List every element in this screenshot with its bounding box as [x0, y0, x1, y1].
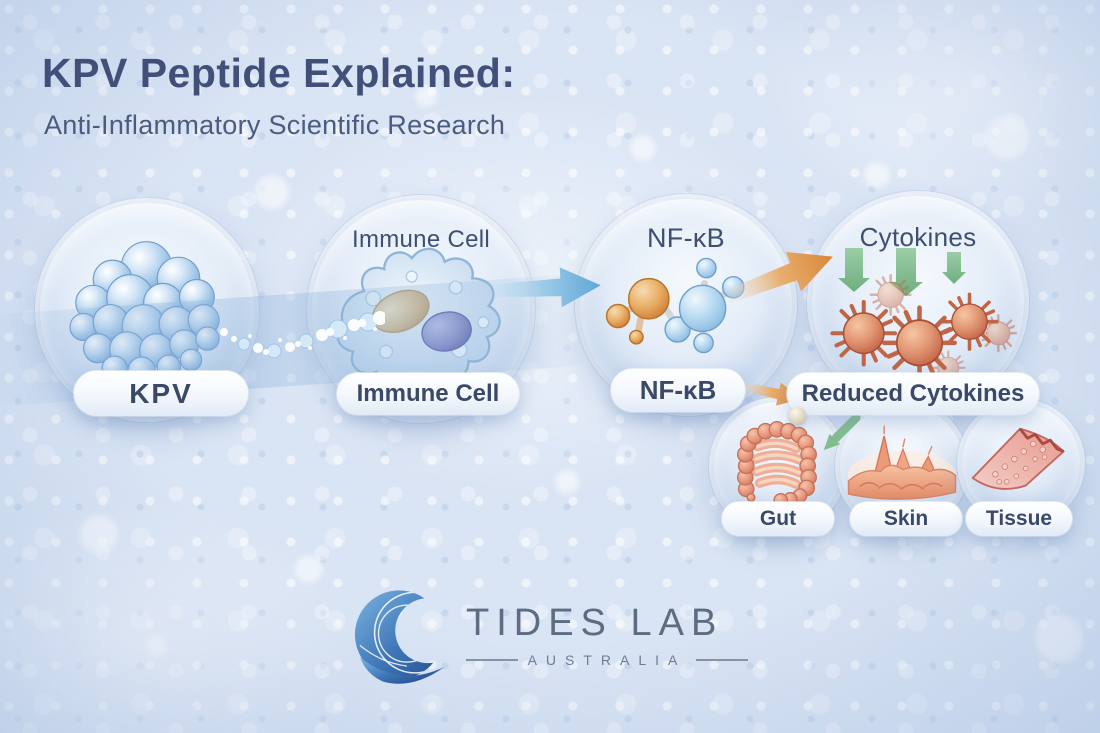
gut-pill-label: Gut [722, 502, 834, 536]
bokeh-bubble [80, 515, 118, 553]
tagline-rule-right [696, 659, 748, 661]
page-title: KPV Peptide Explained: [42, 50, 516, 96]
reduced-cytokines-pill-label: Reduced Cytokines [787, 373, 1039, 415]
bokeh-bubble [295, 555, 323, 583]
tagline-rule-left [466, 659, 518, 661]
tissue-pill-label: Tissue [966, 502, 1072, 536]
page-subtitle: Anti-Inflammatory Scientific Research [44, 110, 506, 140]
bokeh-bubble [985, 115, 1029, 159]
kpv-pill-label: KPV [74, 371, 248, 416]
immune-cell-pill-label: Immune Cell [337, 373, 519, 415]
bokeh-bubble [555, 470, 579, 494]
brand-logo: TIDES LAB AUSTRALIA [340, 584, 770, 706]
nfkb-pill-label: NF-κB [611, 369, 745, 412]
particle-stream-icon [220, 311, 385, 359]
bokeh-bubble [145, 635, 167, 657]
skin-pill-label: Skin [850, 502, 962, 536]
bokeh-bubble [255, 175, 289, 209]
wave-logo-icon [352, 588, 460, 692]
bokeh-bubble [864, 162, 890, 188]
brand-name: TIDES LAB [466, 602, 724, 644]
gut-icon [736, 421, 817, 510]
brand-tagline-row: AUSTRALIA [466, 652, 748, 668]
immune-cell-top-label: Immune Cell [351, 226, 490, 253]
cytokines-icon [822, 273, 1017, 386]
bokeh-bubble [1035, 615, 1083, 663]
reduced-to-targets-arrow-icon [823, 413, 861, 451]
brand-tagline: AUSTRALIA [527, 652, 687, 668]
tissue-icon [971, 427, 1065, 490]
cytokines-top-label: Cytokines [859, 222, 977, 252]
bokeh-bubble [630, 135, 656, 161]
immune-to-nfkb-arrow-icon [493, 267, 601, 308]
nfkb-top-label: NF-κB [647, 223, 725, 253]
bubble-dot [789, 407, 806, 424]
